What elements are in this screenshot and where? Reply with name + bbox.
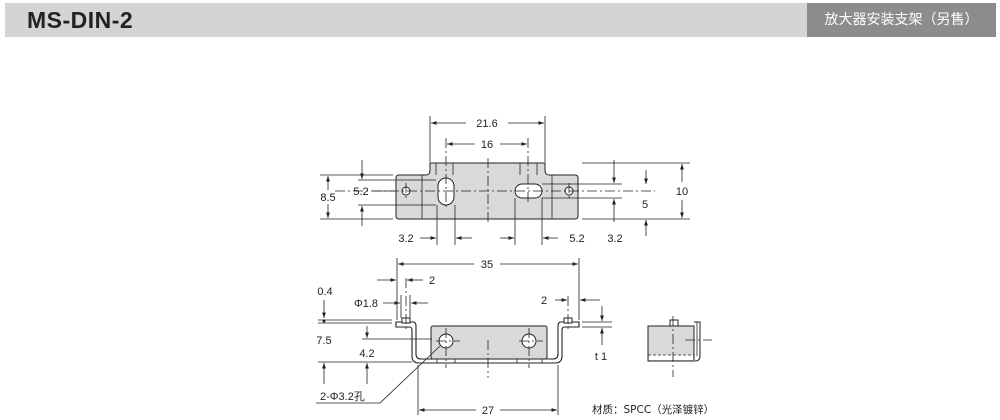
front-view: 35 2 Φ1.8 0.4 7.5 4.2 2-Φ3.2孔 2 <box>316 258 612 417</box>
dim-35: 35 <box>481 259 493 271</box>
dim-phi-1-8: Φ1.8 <box>354 298 378 310</box>
leader-line <box>316 345 441 404</box>
dim-3-2-left: 3.2 <box>398 233 413 245</box>
top-view: 21.6 16 8.5 5.2 10 5 <box>320 116 690 245</box>
dim-2-right: 2 <box>541 295 547 307</box>
dim-0-4: 0.4 <box>317 286 332 298</box>
bracket-profile <box>395 321 580 364</box>
dim-2-left: 2 <box>429 275 435 287</box>
material-note: 材质：SPCC（光泽镀锌） <box>592 403 714 416</box>
dim-5-2-left: 5.2 <box>353 186 368 198</box>
dim-3-2-right: 3.2 <box>607 233 622 245</box>
hole-callout: 2-Φ3.2孔 <box>320 390 365 403</box>
dim-4-2: 4.2 <box>359 348 374 360</box>
bracket-face <box>430 325 548 360</box>
thickness-label: t 1 <box>595 351 607 363</box>
model-title: MS-DIN-2 <box>27 7 134 33</box>
dim-5: 5 <box>642 199 648 211</box>
category-tag: 放大器安装支架（另售） <box>807 3 996 37</box>
header-bar: MS-DIN-2 放大器安装支架（另售） <box>5 3 996 37</box>
dim-5-2-bottom: 5.2 <box>569 233 584 245</box>
side-view <box>647 316 712 377</box>
dim-21-6: 21.6 <box>476 118 497 130</box>
dim-27: 27 <box>482 405 494 417</box>
dim-16: 16 <box>481 139 493 151</box>
dim-8-5: 8.5 <box>320 192 335 204</box>
dim-7-5: 7.5 <box>316 335 331 347</box>
dim-10: 10 <box>676 186 688 198</box>
